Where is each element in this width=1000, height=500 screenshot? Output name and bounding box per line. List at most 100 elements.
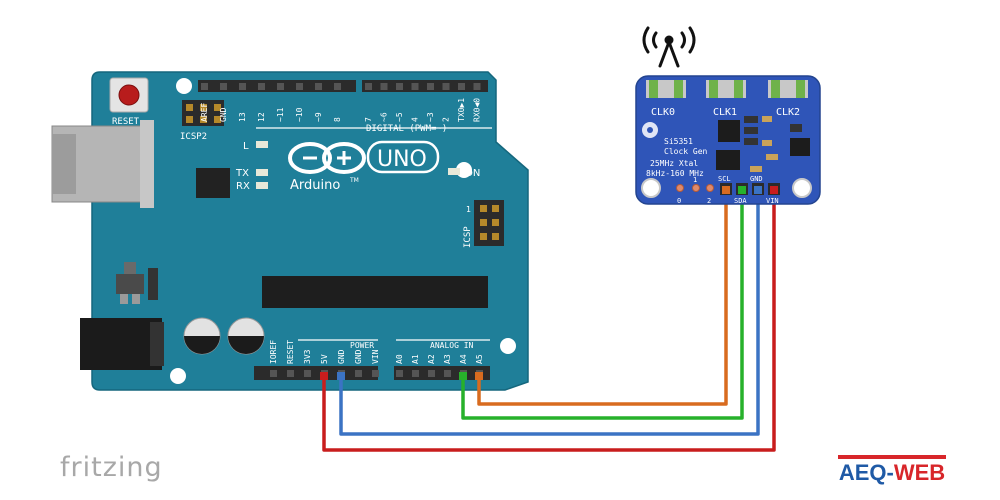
adafruit-logo-icon: [642, 122, 658, 138]
analog-pin-label: A4: [459, 354, 468, 364]
wires: [322, 196, 776, 452]
icsp2-header: [182, 100, 224, 126]
header-pin: [296, 83, 303, 90]
smd-part: [766, 154, 778, 160]
reset-label: RESET: [112, 117, 140, 127]
uno-badge: [366, 140, 440, 174]
digital-pin-label: ~9: [314, 112, 323, 122]
pin1-label: 1: [693, 176, 697, 184]
clk0-connector: [646, 80, 686, 98]
digital-pin-label: 2: [442, 117, 451, 122]
header-pin: [380, 83, 388, 90]
atmega-socket: [262, 276, 488, 308]
fritzing-watermark: fritzing: [60, 452, 163, 483]
digital-pin-label: ~11: [276, 107, 285, 122]
analog-pin-label: A2: [427, 354, 436, 364]
reset-button[interactable]: [109, 77, 149, 113]
chip-name: Si5351: [664, 137, 693, 146]
digital-pin-label: 8: [333, 117, 342, 122]
range-label: 8kHz-160 MHz: [646, 169, 704, 178]
digital-pin-label: ~3: [426, 112, 435, 122]
aeq-web-logo: AEQ-WEB: [838, 455, 946, 486]
digital-pin-label: AREF: [200, 103, 209, 122]
analog-pin-label: A1: [411, 354, 420, 364]
header-pin: [442, 83, 450, 90]
led-l-label: L: [243, 141, 249, 152]
dc-power-jack: [80, 318, 164, 370]
mounting-hole: [500, 338, 516, 354]
header-pin: [365, 83, 372, 90]
smd-part: [750, 166, 762, 172]
digital-pin-label: 7: [364, 117, 373, 122]
header-pin: [458, 83, 465, 90]
header-pin: [287, 370, 294, 377]
clk0-label: CLK0: [651, 107, 675, 118]
power-header: [254, 366, 378, 380]
arduino-brand: Arduino: [290, 178, 340, 193]
scl-label: SCL: [718, 175, 731, 183]
wire-sda-a4: [461, 196, 744, 420]
on-label: ON: [465, 168, 480, 179]
header-pin: [304, 370, 311, 377]
wire-gnd: [339, 196, 760, 436]
led-rx-label: RX: [236, 181, 250, 192]
module-hole: [641, 178, 661, 198]
mounting-hole: [176, 78, 192, 94]
digital-label: DIGITAL (PWM=~): [366, 124, 447, 134]
clk1-label: CLK1: [713, 107, 737, 118]
smd-part: [762, 116, 772, 122]
crystal: [716, 150, 740, 170]
pin2-label: 2: [707, 197, 711, 205]
header-pin: [444, 370, 451, 377]
icsp-header: [474, 200, 504, 246]
clk-pins: [676, 184, 714, 192]
wire-ends: [320, 186, 778, 380]
capacitor: [227, 317, 265, 355]
analog-pin-label: A0: [395, 354, 404, 364]
digital-pin-label: ~6: [380, 112, 389, 122]
regulator-ic: [790, 138, 810, 156]
header-pin: [372, 370, 379, 377]
digital-pin-label: 4: [411, 117, 420, 122]
uno-label: UNO: [377, 147, 427, 172]
smd-part: [744, 127, 758, 134]
vin-label: VIN: [766, 197, 779, 205]
digital-pin-label: ~10: [295, 107, 304, 122]
pin0-label: 0: [677, 197, 681, 205]
board-outline: [91, 71, 529, 391]
power-pin-label: VIN: [371, 349, 380, 364]
power-pin-label: GND: [337, 349, 346, 364]
digital-pin-label: RX0◀0: [473, 98, 482, 122]
power-pin-label: 3V3: [303, 349, 312, 364]
led-tx: [256, 169, 268, 176]
header-pin: [396, 83, 403, 90]
analog-label: ANALOG IN: [430, 341, 474, 350]
gnd-label: GND: [750, 175, 763, 183]
header-pin: [220, 83, 227, 90]
wire-vin-5v: [322, 196, 776, 452]
wire-scl-a5: [477, 196, 728, 406]
header-pin: [270, 370, 277, 377]
on-led: [448, 168, 460, 175]
header-pin: [334, 83, 341, 90]
digital-pin-label: 13: [238, 112, 247, 122]
smd-part: [744, 116, 758, 123]
trademark: TM: [349, 177, 359, 184]
clk2-connector: [768, 80, 808, 98]
power-pin-label: IOREF: [269, 340, 278, 364]
antenna-signal-icon: [642, 26, 696, 68]
header-pin: [427, 83, 434, 90]
voltage-regulator: [116, 262, 158, 304]
icsp2-label: ICSP2: [180, 132, 207, 142]
led-tx-label: TX: [235, 168, 249, 179]
xtal-label: 25MHz Xtal: [650, 159, 698, 168]
analog-pin-label: A5: [475, 354, 484, 364]
header-pin: [277, 83, 284, 90]
digital-pin-label: GND: [219, 107, 228, 122]
icsp-label: ICSP: [463, 226, 473, 248]
aeq-web-brand-a: AEQ-: [838, 460, 894, 485]
header-pin: [258, 83, 265, 90]
si5351-chip: [718, 120, 740, 142]
